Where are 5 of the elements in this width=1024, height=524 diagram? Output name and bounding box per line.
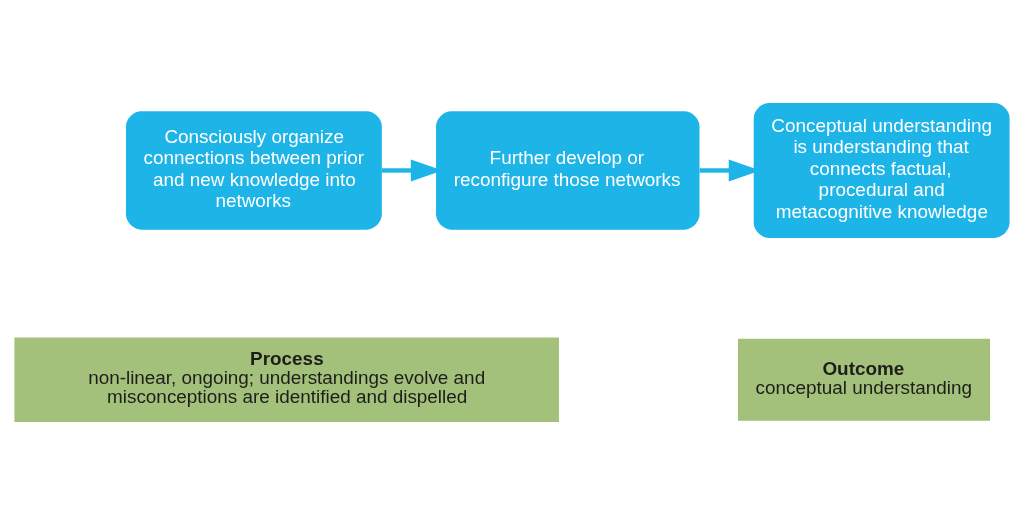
node-box: Further develop or reconfigure those networks (436, 110, 700, 230)
node-box: Conceptual understanding is understanding that connects factual, procedural and metacognitive knowledge (753, 102, 1010, 238)
node-box: Outcome conceptual understanding (737, 338, 991, 421)
node-box: Consciously organize connections between prior and new knowledge into networks (125, 110, 382, 230)
node-box: Process non-linear, ongoing; understandings evolve and misconceptions are identified and dispelled (14, 337, 559, 422)
